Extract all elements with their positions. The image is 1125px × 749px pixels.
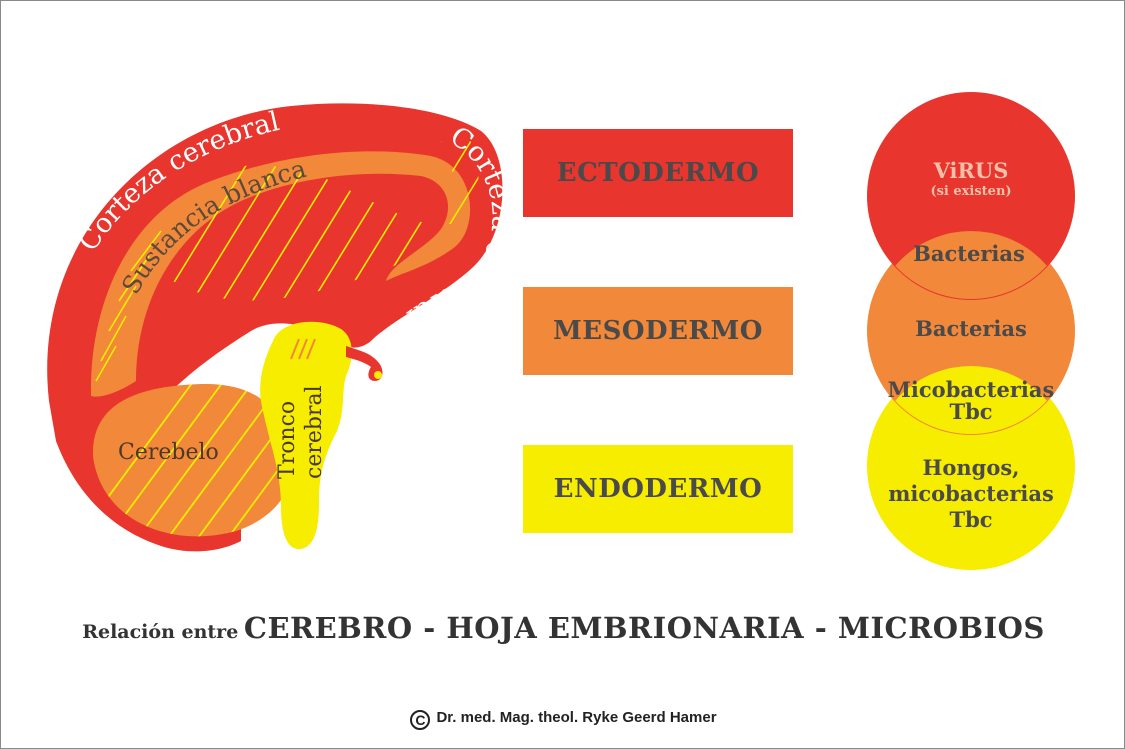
caption-prefix: Relación entre	[82, 621, 239, 643]
label-micobacterias-tbc: Tbc	[949, 399, 992, 424]
pituitary-shape	[346, 346, 383, 381]
credit-text: Dr. med. Mag. theol. Ryke Geerd Hamer	[436, 709, 717, 726]
label-hongos-tbc: Tbc	[949, 507, 992, 532]
brainstem-stripes	[290, 338, 316, 360]
box-ectodermo-label: ECTODERMO	[556, 158, 760, 188]
white-matter-hatching-lower	[95, 230, 162, 382]
label-cerebral: cerebral	[302, 385, 327, 479]
pituitary-dot	[374, 371, 382, 379]
credit: C Dr. med. Mag. theol. Ryke Geerd Hamer	[1, 709, 1124, 730]
brainstem-shape	[260, 321, 352, 550]
box-endodermo: ENDODERMO	[523, 445, 793, 533]
label-bacterias-mid: Bacterias	[915, 316, 1027, 341]
copyright-icon: C	[410, 710, 431, 730]
label-hongos-micobacterias: micobacterias	[888, 481, 1054, 506]
label-tronco: Tronco	[275, 401, 300, 479]
overlap-orange	[868, 227, 1074, 299]
label-virus: ViRUS	[933, 158, 1009, 183]
overlap-yellow	[868, 362, 1074, 434]
caption: Relación entre CEREBRO - HOJA EMBRIONARI…	[1, 611, 1124, 645]
box-mesodermo-label: MESODERMO	[553, 316, 763, 346]
box-ectodermo: ECTODERMO	[523, 129, 793, 217]
box-mesodermo: MESODERMO	[523, 287, 793, 375]
cerebellum-shape	[92, 383, 294, 537]
box-endodermo-label: ENDODERMO	[553, 474, 763, 504]
white-matter-shape	[90, 151, 471, 397]
label-hongos: Hongos,	[923, 455, 1020, 480]
label-virus-note: (si existen)	[930, 184, 1011, 199]
label-bacterias-top: Bacterias	[913, 241, 1025, 266]
label-micobacterias: Micobacterias	[888, 377, 1055, 402]
label-cerebelo: Cerebelo	[118, 440, 219, 465]
cortex-shape	[47, 103, 503, 470]
caption-main: CEREBRO - HOJA EMBRIONARIA - MICROBIOS	[243, 611, 1045, 645]
